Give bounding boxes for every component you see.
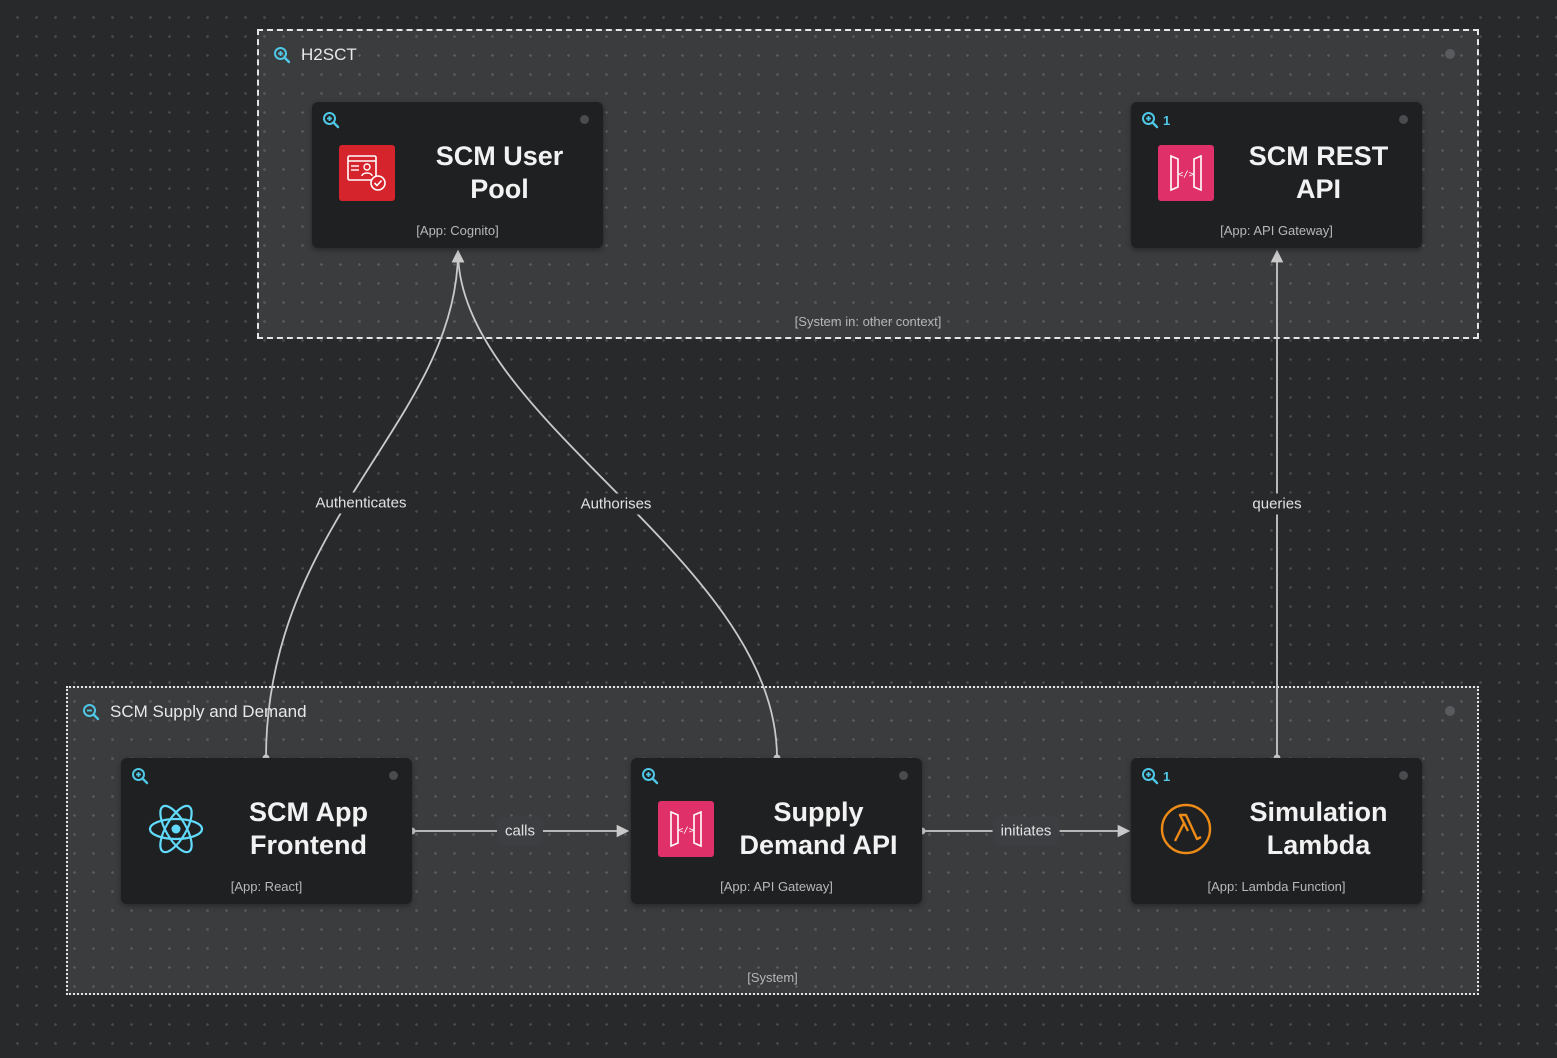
group-title: H2SCT bbox=[301, 45, 357, 64]
node-supply-demand-api[interactable]: </> Supply Demand API [App: API Gateway] bbox=[631, 758, 922, 904]
zoom-in-icon[interactable] bbox=[322, 111, 340, 129]
node-badge: 1 bbox=[1163, 768, 1171, 784]
svg-text:</>: </> bbox=[1178, 170, 1195, 180]
edge-label-calls[interactable]: calls bbox=[496, 816, 544, 846]
zoom-in-icon[interactable] bbox=[641, 767, 659, 785]
lambda-icon bbox=[1160, 803, 1212, 855]
svg-text:</>: </> bbox=[678, 826, 695, 836]
node-title: SCM App Frontend bbox=[249, 797, 368, 860]
node-toolbar bbox=[641, 767, 663, 785]
node-toolbar bbox=[131, 767, 153, 785]
cognito-icon bbox=[339, 145, 395, 201]
node-menu-dot[interactable] bbox=[389, 771, 398, 780]
node-toolbar bbox=[322, 111, 344, 129]
group-type-label: [System in: other context] bbox=[794, 314, 942, 329]
node-title: SCM REST API bbox=[1248, 141, 1389, 204]
group-menu-dot[interactable] bbox=[1445, 706, 1455, 716]
node-menu-dot[interactable] bbox=[1399, 771, 1408, 780]
edge-label-authenticates[interactable]: Authenticates bbox=[311, 492, 411, 514]
api-gateway-icon: </> bbox=[1158, 145, 1214, 201]
group-type-label: [System] bbox=[747, 970, 798, 985]
zoom-in-icon[interactable] bbox=[131, 767, 149, 785]
node-scm-app-frontend[interactable]: SCM App Frontend [App: React] bbox=[121, 758, 412, 904]
group-menu-dot[interactable] bbox=[1445, 49, 1455, 59]
node-scm-user-pool[interactable]: SCM User Pool [App: Cognito] bbox=[312, 102, 603, 248]
node-menu-dot[interactable] bbox=[1399, 115, 1408, 124]
group-title: SCM Supply and Demand bbox=[110, 702, 307, 721]
zoom-in-icon[interactable] bbox=[1141, 111, 1159, 129]
node-badge: 1 bbox=[1163, 112, 1171, 128]
node-toolbar: 1 bbox=[1141, 111, 1170, 129]
node-title: Simulation Lambda bbox=[1249, 797, 1388, 860]
node-menu-dot[interactable] bbox=[899, 771, 908, 780]
node-technology: [App: Lambda Function] bbox=[1207, 879, 1346, 894]
node-technology: [App: API Gateway] bbox=[1220, 223, 1333, 238]
zoom-out-icon[interactable] bbox=[82, 703, 100, 721]
node-scm-rest-api[interactable]: 1 </> SCM REST API [App: API Gateway] bbox=[1131, 102, 1422, 248]
node-title: SCM User Pool bbox=[435, 141, 564, 204]
node-toolbar: 1 bbox=[1141, 767, 1170, 785]
edge-label-initiates[interactable]: initiates bbox=[992, 816, 1060, 846]
node-technology: [App: React] bbox=[230, 879, 303, 894]
edge-label-queries[interactable]: queries bbox=[1248, 493, 1306, 515]
node-title: Supply Demand API bbox=[739, 797, 898, 860]
node-technology: [App: Cognito] bbox=[416, 223, 499, 238]
react-icon bbox=[148, 804, 204, 854]
node-simulation-lambda[interactable]: 1 Simulation Lambda [App: Lambda Functio… bbox=[1131, 758, 1422, 904]
zoom-in-icon[interactable] bbox=[1141, 767, 1159, 785]
node-menu-dot[interactable] bbox=[580, 115, 589, 124]
group-header: H2SCT bbox=[273, 45, 357, 65]
edge-authenticates[interactable] bbox=[265, 249, 465, 759]
api-gateway-icon: </> bbox=[658, 801, 714, 857]
node-technology: [App: API Gateway] bbox=[720, 879, 833, 894]
edge-label-authorises[interactable]: Authorises bbox=[576, 493, 656, 515]
group-header: SCM Supply and Demand bbox=[82, 702, 307, 722]
zoom-in-icon[interactable] bbox=[273, 46, 291, 64]
